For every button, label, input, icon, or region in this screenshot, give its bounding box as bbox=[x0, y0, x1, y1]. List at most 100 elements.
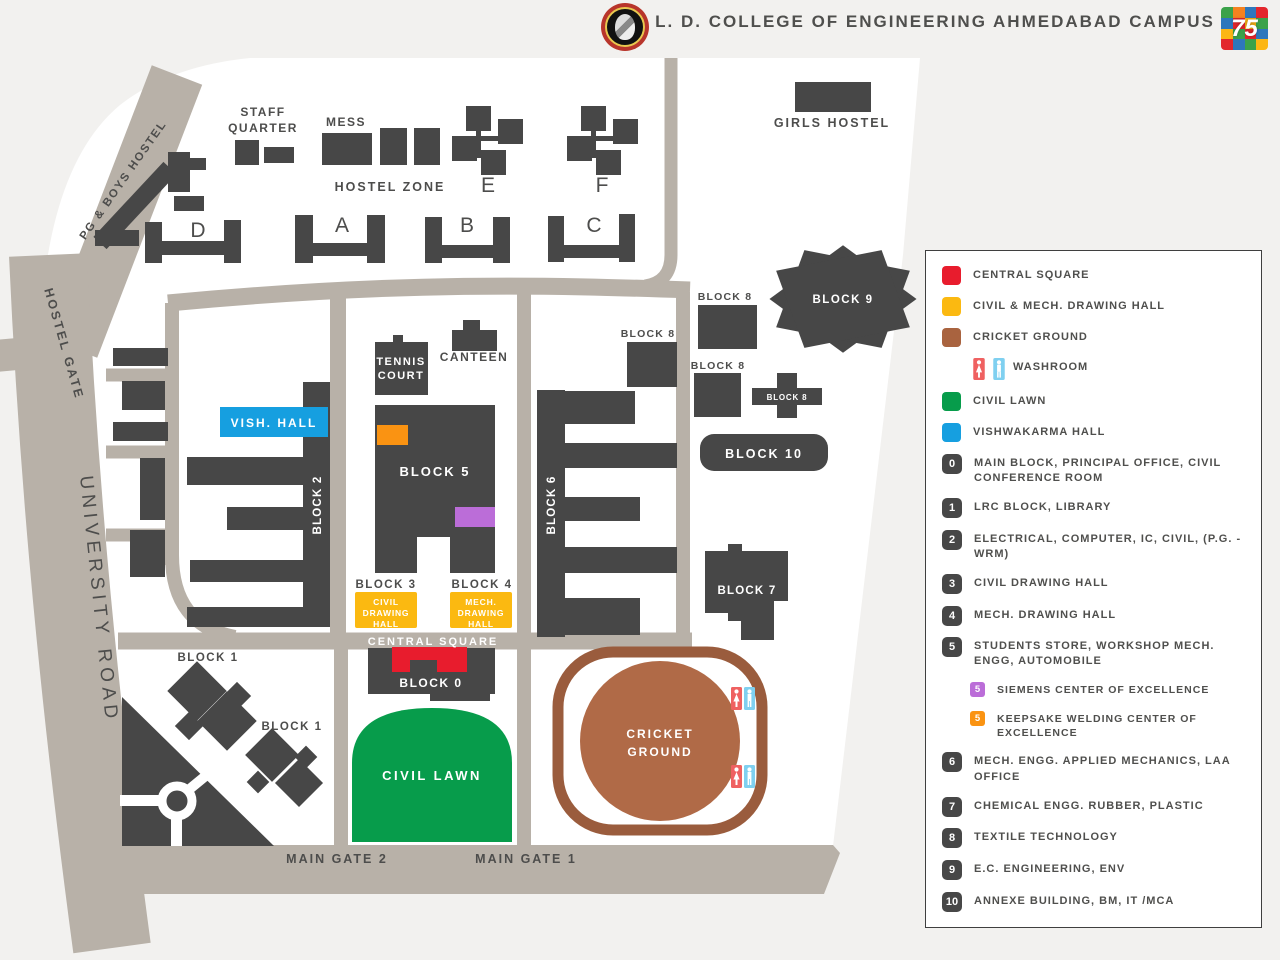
siemens-badge: 5 bbox=[970, 682, 985, 698]
legend-item-siemens: 5 SIEMENS CENTER OF EXCELLENCE bbox=[970, 681, 1245, 698]
legend-item-8: 8 TEXTILE TECHNOLOGY bbox=[942, 828, 1245, 849]
legend-item-6: 6 MECH. ENGG. APPLIED MECHANICS, LAA OFF… bbox=[942, 752, 1245, 784]
legend-item-0: 0 MAIN BLOCK, PRINCIPAL OFFICE, CIVIL CO… bbox=[942, 453, 1245, 486]
block3-label: BLOCK 3 bbox=[356, 579, 417, 591]
block4-label: BLOCK 4 bbox=[452, 579, 513, 591]
civil-lawn bbox=[352, 708, 512, 842]
block8-plus-label: BLOCK 8 bbox=[767, 393, 808, 402]
central-square-swatch bbox=[942, 266, 961, 285]
block8-label: BLOCK 8 bbox=[698, 291, 753, 303]
mech-drawing-hall-label: HALL bbox=[468, 619, 494, 629]
cricket-ground-swatch bbox=[942, 327, 961, 347]
block1-label: BLOCK 1 bbox=[178, 652, 239, 664]
keepsake-welding-center bbox=[377, 425, 408, 445]
block5-section bbox=[375, 320, 497, 573]
block0-building bbox=[368, 647, 495, 701]
block2-label: BLOCK 2 bbox=[312, 476, 324, 535]
legend-item-2: 2 ELECTRICAL, COMPUTER, IC, CIVIL, (P.G.… bbox=[942, 529, 1245, 562]
block10-building bbox=[700, 434, 828, 471]
central-square bbox=[392, 647, 467, 672]
block-b-label: B bbox=[460, 214, 474, 237]
block0-label: BLOCK 0 bbox=[399, 676, 462, 690]
legend-item-keepsake: 5 KEEPSAKE WELDING CENTER OF EXCELLENCE bbox=[970, 710, 1245, 741]
canteen-label: CANTEEN bbox=[440, 350, 509, 364]
block-a-label: A bbox=[335, 214, 349, 237]
legend-item-7: 7 CHEMICAL ENGG. RUBBER, PLASTIC bbox=[942, 796, 1245, 817]
vishwakarma-hall bbox=[220, 407, 328, 437]
cricket-ground-label: CRICKET bbox=[626, 727, 693, 741]
block7-label: BLOCK 7 bbox=[718, 585, 777, 597]
tennis-court-label: TENNIS bbox=[376, 356, 425, 368]
legend-item-1: 1 LRC BLOCK, LIBRARY bbox=[942, 497, 1245, 518]
map-legend: CENTRAL SQUARE CIVIL & MECH. DRAWING HAL… bbox=[925, 250, 1262, 928]
civil-drawing-hall-label: CIVIL bbox=[373, 597, 399, 607]
legend-item-washroom: WASHROOM bbox=[973, 358, 1245, 381]
block-e-label: E bbox=[481, 174, 495, 197]
amrit-mahotsav-75-icon: 75 bbox=[1221, 7, 1268, 50]
mech-drawing-hall-label: MECH. bbox=[465, 597, 496, 607]
staff-quarter-label: QUARTER bbox=[228, 121, 298, 135]
civil-lawn-label: CIVIL LAWN bbox=[382, 768, 482, 783]
roundabout bbox=[157, 781, 197, 821]
block8-label: BLOCK 8 bbox=[691, 360, 746, 372]
legend-item-4: 4 MECH. DRAWING HALL bbox=[942, 605, 1245, 626]
amrit-75-text: 75 bbox=[1231, 14, 1258, 42]
cricket-ground-label: GROUND bbox=[627, 745, 692, 759]
drawing-hall-swatch bbox=[942, 296, 961, 316]
legend-item-vishwakarma-hall: VISHWAKARMA HALL bbox=[942, 422, 1245, 442]
legend-item-drawing-hall: CIVIL & MECH. DRAWING HALL bbox=[942, 296, 1245, 316]
legend-number-badge: 8 bbox=[942, 828, 962, 849]
main-gate-road bbox=[96, 845, 840, 894]
legend-number-badge: 1 bbox=[942, 497, 962, 518]
vishwakarma-swatch bbox=[942, 422, 961, 442]
block10-label: BLOCK 10 bbox=[725, 447, 803, 461]
block6-section bbox=[537, 342, 677, 637]
campus-corner-triangle bbox=[120, 697, 274, 846]
block9-building bbox=[769, 245, 917, 353]
block6-label: BLOCK 6 bbox=[546, 476, 558, 535]
girls-hostel-label: GIRLS HOSTEL bbox=[774, 116, 890, 130]
keepsake-badge: 5 bbox=[970, 710, 985, 726]
legend-item-10: 10 ANNEXE BUILDING, BM, IT /MCA bbox=[942, 891, 1245, 912]
central-square-label: CENTRAL SQUARE bbox=[368, 636, 498, 648]
staff-quarter-label: STAFF bbox=[240, 105, 285, 119]
block8-buildings bbox=[694, 305, 822, 418]
vish-hall-label: VISH. HALL bbox=[231, 416, 318, 430]
block-d-label: D bbox=[190, 219, 205, 242]
mech-drawing-hall bbox=[450, 592, 512, 628]
legend-number-badge: 5 bbox=[942, 637, 962, 658]
block1-label: BLOCK 1 bbox=[262, 721, 323, 733]
block-f-label: F bbox=[596, 174, 609, 197]
hostel-zone-label: HOSTEL ZONE bbox=[335, 180, 446, 194]
legend-item-9: 9 E.C. ENGINEERING, ENV bbox=[942, 860, 1245, 881]
block-c-label: C bbox=[586, 214, 601, 237]
legend-number-badge: 4 bbox=[942, 605, 962, 626]
mech-drawing-hall-label: DRAWING bbox=[458, 608, 505, 618]
legend-number-badge: 2 bbox=[942, 529, 962, 550]
legend-number-badge: 10 bbox=[942, 891, 962, 912]
main-gate1-label: MAIN GATE 1 bbox=[475, 852, 577, 866]
legend-item-central-square: CENTRAL SQUARE bbox=[942, 266, 1245, 285]
legend-number-badge: 0 bbox=[942, 453, 962, 474]
college-seal-icon bbox=[601, 3, 649, 51]
block9-label: BLOCK 9 bbox=[813, 294, 874, 306]
tennis-court-label: COURT bbox=[378, 370, 425, 382]
main-gate2-label: MAIN GATE 2 bbox=[286, 852, 388, 866]
hostel-zone-buildings bbox=[93, 82, 871, 263]
legend-number-badge: 6 bbox=[942, 752, 962, 773]
block7-building bbox=[705, 544, 788, 640]
civil-drawing-hall-label: HALL bbox=[373, 619, 399, 629]
page-title: L. D. COLLEGE OF ENGINEERING AHMEDABAD C… bbox=[655, 12, 1215, 31]
block5-label: BLOCK 5 bbox=[399, 464, 470, 479]
legend-item-cricket-ground: CRICKET GROUND bbox=[942, 327, 1245, 347]
civil-lawn-swatch bbox=[942, 392, 961, 412]
mess-label: MESS bbox=[326, 115, 366, 129]
siemens-center bbox=[455, 507, 495, 527]
legend-number-badge: 9 bbox=[942, 860, 962, 881]
civil-drawing-hall-label: DRAWING bbox=[363, 608, 410, 618]
cricket-ground bbox=[552, 646, 768, 836]
legend-number-badge: 3 bbox=[942, 573, 962, 594]
legend-item-civil-lawn: CIVIL LAWN bbox=[942, 392, 1245, 412]
